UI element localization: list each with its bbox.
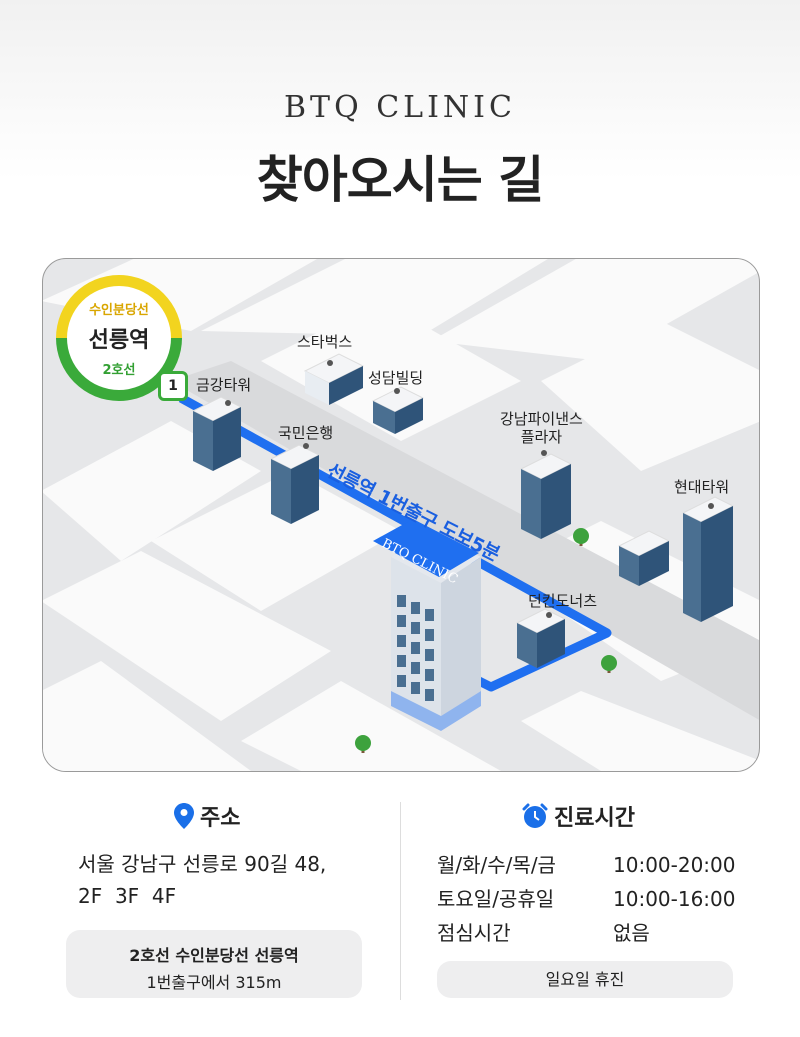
landmark-dot bbox=[327, 360, 333, 366]
transit-info: 2호선 수인분당선 선릉역 1번출구에서 315m bbox=[66, 930, 362, 998]
address-heading: 주소 bbox=[174, 800, 240, 832]
station-line-suin: 수인분당선 bbox=[89, 303, 149, 318]
landmark-dot bbox=[541, 450, 547, 456]
station-name: 선릉역 bbox=[88, 328, 150, 353]
landmark-label: 금강타워 bbox=[196, 376, 252, 394]
tree-icon bbox=[355, 735, 371, 751]
landmark-dot bbox=[394, 388, 400, 394]
clinic-window bbox=[411, 622, 420, 634]
location-map: BTQ CLINIC bbox=[42, 258, 760, 772]
city-block bbox=[541, 321, 759, 471]
clinic-window bbox=[397, 655, 406, 667]
clinic-window bbox=[397, 675, 406, 687]
clinic-window bbox=[425, 649, 434, 661]
page-title: 찾아오시는 길 bbox=[256, 151, 544, 209]
hours-day: 점심시간 bbox=[437, 921, 511, 945]
hours-day: 월/화/수/목/금 bbox=[437, 853, 556, 877]
landmark-label: 현대타워 bbox=[674, 478, 730, 496]
building-starbucks-side bbox=[305, 371, 329, 405]
building-seongdam-front bbox=[395, 398, 423, 434]
building-geumgang-side bbox=[193, 411, 213, 471]
building-seongdam-side bbox=[373, 401, 395, 434]
clinic-window bbox=[425, 629, 434, 641]
building-dunkin-front bbox=[537, 619, 565, 668]
building-gangnam-finance-front bbox=[541, 464, 571, 539]
city-block bbox=[151, 471, 401, 611]
landmark-dot bbox=[225, 400, 231, 406]
landmark-dot bbox=[303, 443, 309, 449]
brand-logo: BTQ CLINIC bbox=[284, 90, 516, 125]
landmark-label: 국민은행 bbox=[278, 424, 334, 442]
city-block bbox=[521, 691, 759, 771]
clinic-window bbox=[411, 602, 420, 614]
hours-day: 토요일/공휴일 bbox=[437, 887, 555, 911]
building-kookmin-front bbox=[291, 455, 319, 524]
clinic-window bbox=[411, 662, 420, 674]
clinic-window bbox=[411, 642, 420, 654]
tree-icon bbox=[573, 528, 589, 544]
address-heading-text: 주소 bbox=[200, 806, 241, 831]
landmark-label: 스타벅스 bbox=[297, 333, 353, 351]
transit-line1: 2호선 수인분당선 선릉역 bbox=[129, 946, 299, 965]
city-block bbox=[43, 661, 251, 771]
station-line-2: 2호선 bbox=[102, 363, 136, 378]
clinic-window bbox=[425, 609, 434, 621]
landmark-label: 성담빌딩 bbox=[368, 369, 424, 387]
building-kookmin-side bbox=[271, 459, 291, 524]
hours-heading: 진료시간 bbox=[522, 800, 635, 832]
clinic-front bbox=[441, 557, 481, 716]
building-gangnam-finance-side bbox=[521, 469, 541, 539]
hours-time: 없음 bbox=[613, 921, 650, 945]
clinic-sign-board bbox=[373, 519, 479, 577]
address-line2: 2F 3F 4F bbox=[78, 884, 177, 908]
main-road bbox=[171, 361, 759, 720]
alarm-clock-icon bbox=[522, 803, 548, 828]
city-block bbox=[431, 259, 759, 361]
address-line1: 서울 강남구 선릉로 90길 48, bbox=[78, 852, 327, 876]
hours-row: 월/화/수/목/금 10:00-20:00 bbox=[437, 848, 736, 882]
city-block bbox=[241, 681, 501, 771]
building-small-front bbox=[639, 541, 669, 586]
building-hyundai-front bbox=[701, 506, 733, 622]
landmark-dot bbox=[708, 503, 714, 509]
city-block bbox=[201, 259, 548, 336]
building-dunkin-side bbox=[517, 623, 537, 668]
building-geumgang-front bbox=[213, 407, 241, 471]
hours-heading-text: 진료시간 bbox=[554, 806, 635, 831]
clinic-window bbox=[397, 615, 406, 627]
landmark-dot bbox=[546, 612, 552, 618]
transit-line2: 1번출구에서 315m bbox=[146, 973, 282, 992]
address-text: 서울 강남구 선릉로 90길 48, 2F 3F 4F bbox=[78, 848, 326, 912]
clinic-window bbox=[397, 635, 406, 647]
closed-day-note: 일요일 휴진 bbox=[437, 961, 733, 998]
hours-time: 10:00-20:00 bbox=[613, 853, 736, 877]
map-pin-icon bbox=[174, 803, 194, 829]
city-block bbox=[43, 551, 331, 721]
building-starbucks-front bbox=[329, 366, 363, 405]
landmark-label: 던킨도너츠 bbox=[528, 592, 598, 610]
landmark-label: 강남파이낸스 플라자 bbox=[500, 410, 583, 446]
hours-row: 토요일/공휴일 10:00-16:00 bbox=[437, 882, 736, 916]
hours-time: 10:00-16:00 bbox=[613, 887, 736, 911]
clinic-window bbox=[425, 689, 434, 701]
section-divider bbox=[400, 802, 401, 1000]
building-hyundai-side bbox=[683, 513, 701, 622]
map-illustration: BTQ CLINIC bbox=[43, 259, 759, 771]
clinic-window bbox=[425, 669, 434, 681]
clinic-window bbox=[397, 595, 406, 607]
building-small-side bbox=[619, 546, 639, 586]
exit-number-badge: 1 bbox=[158, 371, 188, 401]
hours-row: 점심시간 없음 bbox=[437, 916, 736, 950]
city-block bbox=[261, 301, 521, 441]
clinic-base bbox=[391, 691, 481, 731]
tree-icon bbox=[601, 655, 617, 671]
clinic-window bbox=[411, 682, 420, 694]
